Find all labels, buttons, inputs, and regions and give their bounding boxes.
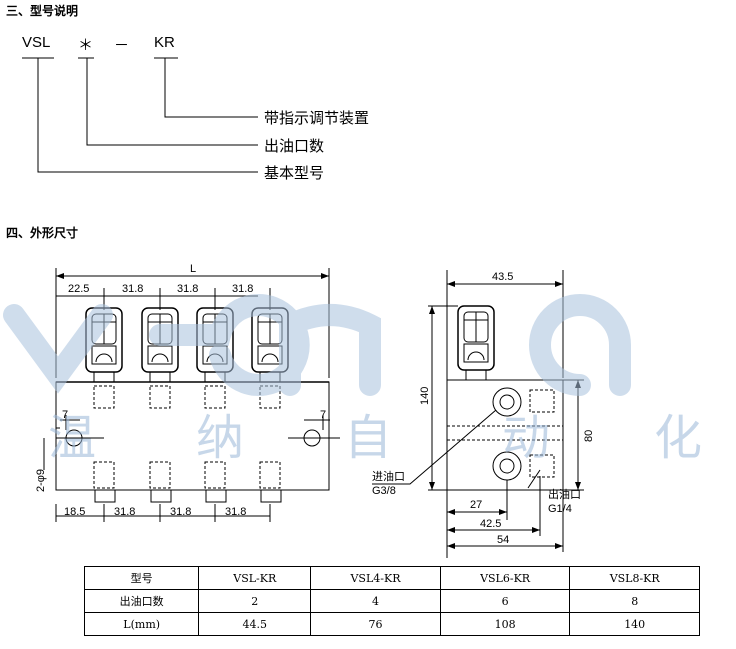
model-suffix: KR xyxy=(154,34,175,51)
dim-bottom-2: 31.8 xyxy=(114,506,135,518)
dim-bottom-1: 18.5 xyxy=(64,506,85,518)
table-cell: 76 xyxy=(310,612,441,636)
outlet-thread: G1/4 xyxy=(548,503,572,515)
dim-bottom-4: 31.8 xyxy=(225,506,246,518)
table-cell: 6 xyxy=(439,589,571,613)
table-header: VSL8-KR xyxy=(569,566,700,590)
dim-hole-offset-left: 7 xyxy=(62,409,68,421)
table-header: VSL4-KR xyxy=(310,566,441,590)
table-header-row: 型号 VSL-KR VSL4-KR VSL6-KR VSL8-KR xyxy=(83,566,700,590)
model-prefix: VSL xyxy=(22,34,51,51)
dim-top-1: 22.5 xyxy=(68,283,89,295)
dim-42-5: 42.5 xyxy=(480,518,501,530)
watermark-char-2: 纳 xyxy=(196,410,245,466)
dim-top-4: 31.8 xyxy=(232,283,253,295)
table-cell: 4 xyxy=(310,589,441,613)
meaning-base-model: 基本型号 xyxy=(264,164,325,182)
inlet-label: 进油口 xyxy=(372,469,405,483)
table-cell: 140 xyxy=(569,612,700,636)
table-cell: 8 xyxy=(569,589,700,613)
watermark-char-1: 温 xyxy=(48,410,97,466)
table-cell: 2 xyxy=(198,589,312,613)
dim-side-body: 80 xyxy=(583,430,595,442)
model-dash: － xyxy=(114,37,130,54)
table-row: L(mm) 44.5 76 108 140 xyxy=(83,612,700,636)
watermark-char-3: 自 xyxy=(344,410,393,466)
meaning-indicator: 带指示调节装置 xyxy=(264,109,370,127)
table-header: 型号 xyxy=(83,566,200,590)
table-cell: 出油口数 xyxy=(83,589,200,613)
hole-label: 2-φ9 xyxy=(35,469,47,492)
section-4-title: 四、外形尺寸 xyxy=(6,226,79,240)
table-row: 出油口数 2 4 6 8 xyxy=(83,589,700,613)
dim-27: 27 xyxy=(470,499,482,511)
dim-top-2: 31.8 xyxy=(122,283,143,295)
section-3-title: 三、型号说明 xyxy=(6,4,79,18)
meaning-outlet-count: 出油口数 xyxy=(264,137,325,155)
outlet-label: 出油口 xyxy=(548,487,581,501)
model-star: ＊ xyxy=(78,37,94,54)
spec-table: 型号 VSL-KR VSL4-KR VSL6-KR VSL8-KR 出油口数 2… xyxy=(83,566,700,636)
watermark-char-4: 动 xyxy=(502,410,551,466)
dim-top-3: 31.8 xyxy=(177,283,198,295)
model-leader-lines xyxy=(22,57,258,173)
inlet-thread: G3/8 xyxy=(372,485,396,497)
table-header: VSL6-KR xyxy=(439,566,571,590)
dim-hole-offset-right: 7 xyxy=(320,409,326,421)
watermark-char-5: 化 xyxy=(654,410,703,466)
table-cell: L(mm) xyxy=(83,612,200,636)
dim-bottom-3: 31.8 xyxy=(170,506,191,518)
table-header: VSL-KR xyxy=(198,566,312,590)
table-cell: 108 xyxy=(439,612,571,636)
dim-L: L xyxy=(190,263,196,275)
dim-side-height: 140 xyxy=(419,387,431,405)
dim-side-width: 43.5 xyxy=(492,271,513,283)
table-cell: 44.5 xyxy=(198,612,312,636)
dim-54: 54 xyxy=(497,534,509,546)
